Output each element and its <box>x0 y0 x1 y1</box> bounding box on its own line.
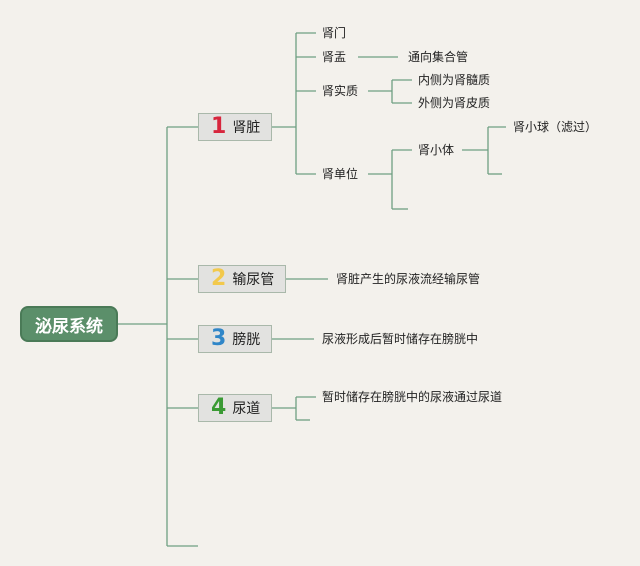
bladder-note: 尿液形成后暂时储存在膀胱中 <box>322 332 479 346</box>
number-4: 4 <box>211 395 227 420</box>
kidney-nephron: 肾单位 <box>322 167 359 181</box>
branch-ureter[interactable]: 2 输尿管 <box>198 265 286 293</box>
number-2: 2 <box>211 266 227 291</box>
number-1: 1 <box>211 114 227 139</box>
root-label: 泌尿系统 <box>35 316 103 337</box>
medulla-note: 内侧为肾髓质 <box>418 73 491 87</box>
branch-bladder[interactable]: 3 膀胱 <box>198 325 272 353</box>
branch-kidney[interactable]: 1 肾脏 <box>198 113 272 141</box>
glomerulus: 肾小球（滤过） <box>513 120 598 134</box>
ureter-note: 肾脏产生的尿液流经输尿管 <box>336 272 481 286</box>
urethra-note: 暂时储存在膀胱中的尿液通过尿道 <box>322 390 503 404</box>
kidney-pelvis: 肾盂 <box>322 50 347 64</box>
kidney-parenchyma: 肾实质 <box>322 84 359 98</box>
branch-ureter-label: 输尿管 <box>232 272 275 288</box>
pelvis-note: 通向集合管 <box>408 50 469 64</box>
renal-corpuscle: 肾小体 <box>418 143 455 157</box>
root-node[interactable]: 泌尿系统 <box>20 306 118 342</box>
cortex-note: 外侧为肾皮质 <box>418 96 491 110</box>
branch-bladder-label: 膀胱 <box>232 332 261 348</box>
branch-kidney-label: 肾脏 <box>232 120 261 136</box>
kidney-hilum: 肾门 <box>322 26 347 40</box>
branch-urethra-label: 尿道 <box>232 401 261 417</box>
branch-urethra[interactable]: 4 尿道 <box>198 394 272 422</box>
number-3: 3 <box>211 326 227 351</box>
